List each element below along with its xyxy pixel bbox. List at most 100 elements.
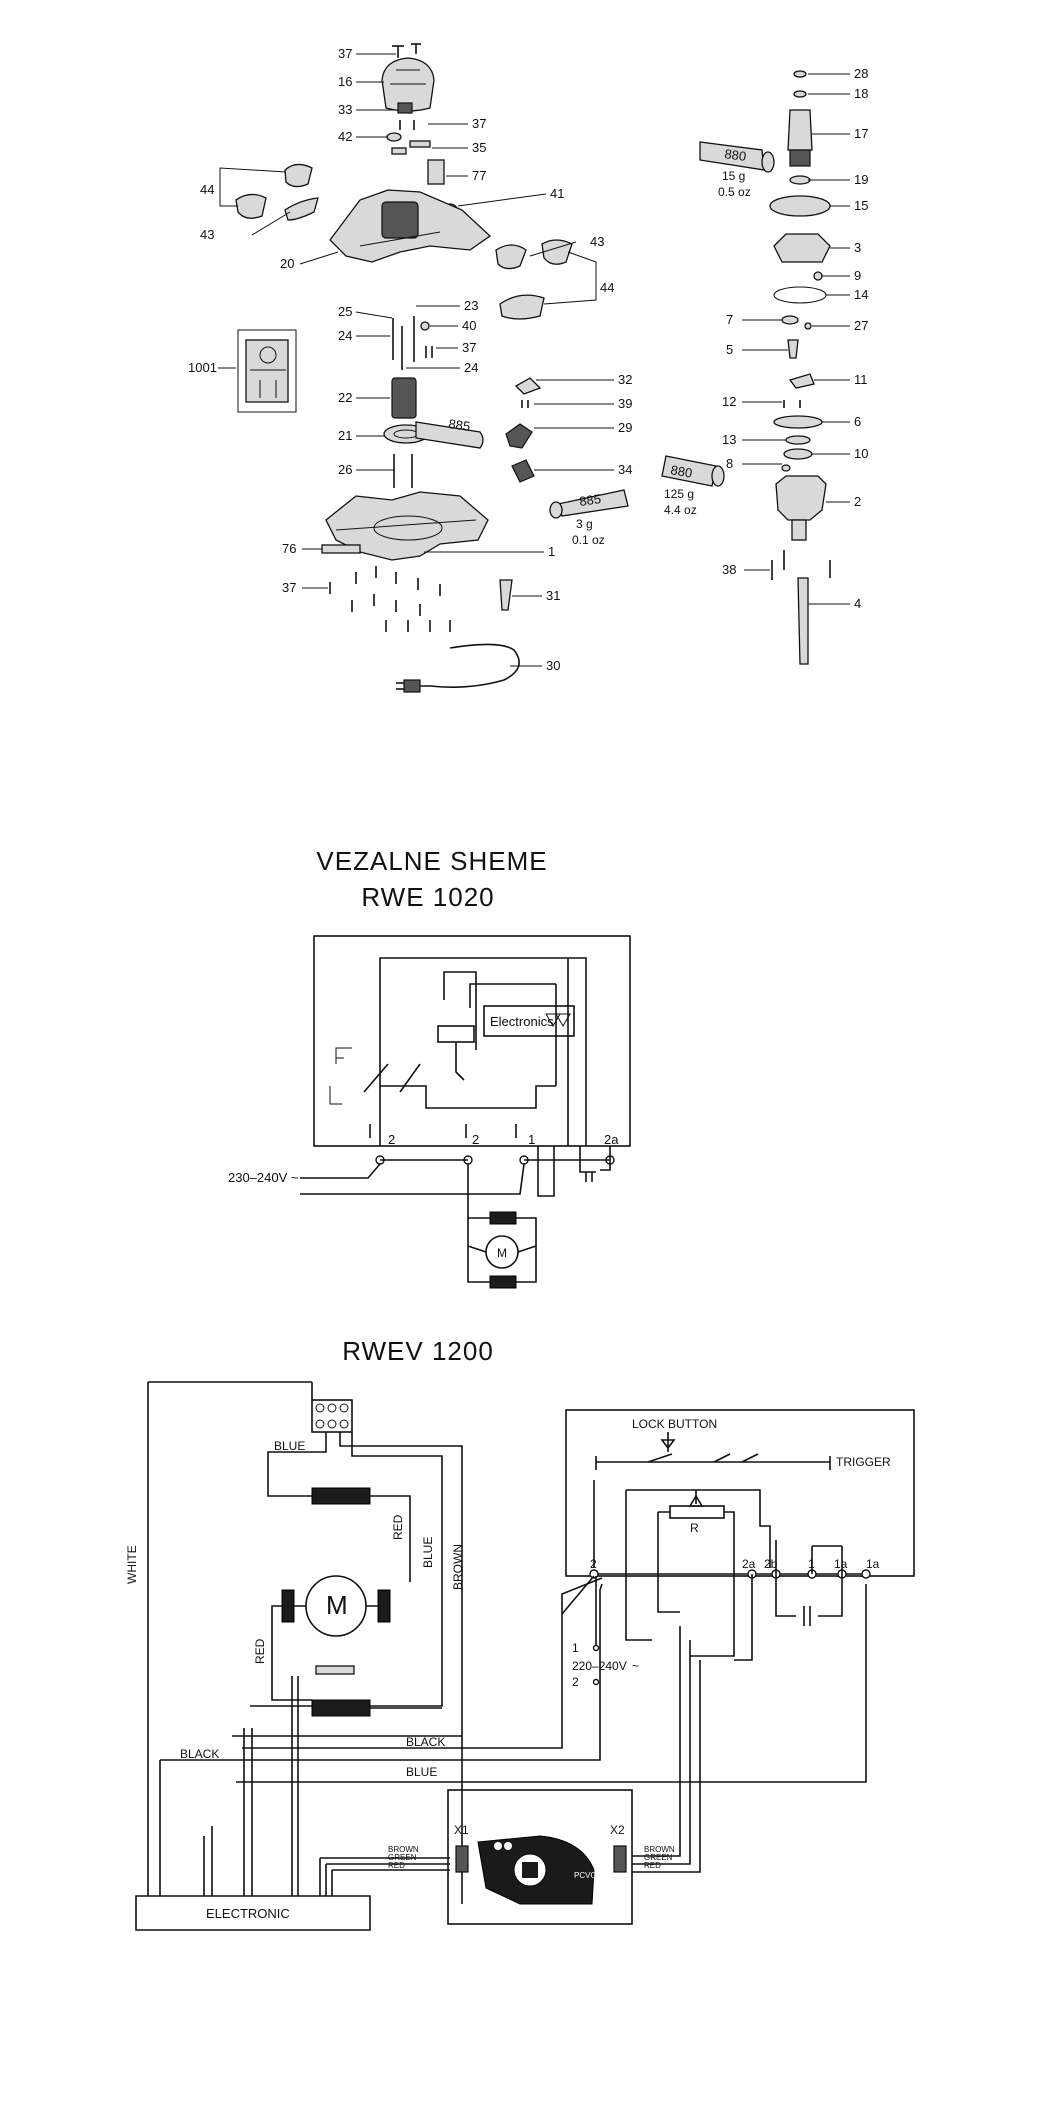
callout-5: 5 bbox=[726, 342, 733, 357]
pcb-wire-red-left: RED bbox=[388, 1861, 405, 1870]
grease-qty-g-885: 3 g bbox=[576, 517, 593, 531]
electronic-box bbox=[135, 1895, 371, 1931]
callout-23: 23 bbox=[464, 298, 478, 313]
callout-16: 16 bbox=[338, 74, 352, 89]
rwev-motor-label: M bbox=[326, 1590, 349, 1620]
callout-29: 29 bbox=[618, 420, 632, 435]
supply-voltage-label: 220–240V bbox=[572, 1659, 627, 1673]
rwe-terminal-2b: 2 bbox=[472, 1132, 479, 1147]
callout-30: 30 bbox=[546, 658, 560, 673]
grease-code-880a: 880 bbox=[724, 146, 748, 164]
callout-28: 28 bbox=[854, 66, 868, 81]
callout-15: 15 bbox=[854, 198, 868, 213]
pcb-wire-brown-left: BROWN bbox=[388, 1845, 419, 1854]
switch-terminal-2b: 2b bbox=[764, 1557, 778, 1571]
exploded-view bbox=[235, 43, 831, 693]
cable-sleeve-icon bbox=[499, 579, 513, 611]
callout-numbers: 37 16 33 37 42 35 77 41 44 43 20 43 44 2… bbox=[188, 46, 868, 673]
grease-qty-g-880a: 15 g bbox=[722, 169, 745, 183]
callout-77: 77 bbox=[472, 168, 486, 183]
callout-25: 25 bbox=[338, 304, 352, 319]
switch-terminal-1a-b: 1a bbox=[866, 1557, 880, 1571]
switch-terminal-2a: 2a bbox=[742, 1557, 756, 1571]
callout-31: 31 bbox=[546, 588, 560, 603]
callout-26: 26 bbox=[338, 462, 352, 477]
grease-qty-oz-885: 0.1 oz bbox=[572, 533, 605, 547]
rwe-terminal-2: 2 bbox=[388, 1132, 395, 1147]
trigger-label: TRIGGER bbox=[836, 1455, 891, 1469]
pcb-wire-red-right: RED bbox=[644, 1861, 661, 1870]
callout-21: 21 bbox=[338, 428, 352, 443]
callout-76: 76 bbox=[282, 541, 296, 556]
wire-label-red-right: RED bbox=[391, 1514, 405, 1540]
rwe-model-title: RWE 1020 bbox=[361, 882, 494, 912]
callout-3: 3 bbox=[854, 240, 861, 255]
callout-33: 33 bbox=[338, 102, 352, 117]
callout-13: 13 bbox=[722, 432, 736, 447]
callout-22: 22 bbox=[338, 390, 352, 405]
wire-label-red-left: RED bbox=[253, 1638, 267, 1664]
rwev-model-title: RWEV 1200 bbox=[342, 1336, 494, 1366]
resistor-label: R bbox=[690, 1521, 699, 1535]
grease-qty-oz-880b: 4.4 oz bbox=[664, 503, 697, 517]
spindle-housing-icon bbox=[775, 475, 827, 521]
grease-code-880b: 880 bbox=[669, 462, 693, 481]
callout-20: 20 bbox=[280, 256, 294, 271]
supply-ac-symbol: ~ bbox=[632, 1659, 639, 1673]
callout-44: 44 bbox=[200, 182, 214, 197]
callout-43: 43 bbox=[200, 227, 214, 242]
callout-42: 42 bbox=[338, 129, 352, 144]
callout-2: 2 bbox=[854, 494, 861, 509]
supply-term-2: 2 bbox=[572, 1675, 579, 1689]
switch-icon bbox=[505, 423, 533, 449]
side-grip-icon bbox=[284, 163, 313, 188]
rwe-terminal-1: 1 bbox=[528, 1132, 535, 1147]
pcb-x2-label: X2 bbox=[610, 1823, 625, 1837]
circuit-inset-box bbox=[237, 329, 297, 413]
wire-label-brown: BROWN bbox=[451, 1544, 465, 1590]
lock-button-label: LOCK BUTTON bbox=[632, 1417, 717, 1431]
brush-holder-icon bbox=[397, 102, 413, 114]
callout-44b: 44 bbox=[600, 280, 614, 295]
grease-qty-g-880b: 125 g bbox=[664, 487, 694, 501]
callout-8: 8 bbox=[726, 456, 733, 471]
rwe-motor-label: M bbox=[497, 1246, 507, 1260]
electronic-label: ELECTRONIC bbox=[206, 1906, 290, 1921]
resistor-icon bbox=[669, 1505, 725, 1519]
section-title: VEZALNE SHEME bbox=[316, 846, 547, 876]
callout-43b: 43 bbox=[590, 234, 604, 249]
armature-icon bbox=[787, 109, 813, 151]
electronics-label: Electronics bbox=[490, 1014, 554, 1029]
screw-set-icon bbox=[329, 566, 451, 632]
callout-37b: 37 bbox=[472, 116, 486, 131]
pcb-board bbox=[447, 1789, 633, 1925]
terminal-block-icon bbox=[311, 1399, 353, 1433]
callout-4: 4 bbox=[854, 596, 861, 611]
grease-qty-oz-880a: 0.5 oz bbox=[718, 185, 751, 199]
rwe-terminal-2a: 2a bbox=[604, 1132, 619, 1147]
stator-icon bbox=[391, 377, 417, 419]
switch-terminal-1a: 1a bbox=[834, 1557, 848, 1571]
callout-40: 40 bbox=[462, 318, 476, 333]
callout-lines bbox=[218, 53, 850, 667]
callout-37d: 37 bbox=[282, 580, 296, 595]
callout-12: 12 bbox=[722, 394, 736, 409]
callout-41: 41 bbox=[550, 186, 564, 201]
callout-1001: 1001 bbox=[188, 360, 217, 375]
power-cord-icon bbox=[418, 643, 520, 688]
wire-label-blue-right: BLUE bbox=[421, 1537, 435, 1568]
callout-11: 11 bbox=[854, 372, 868, 387]
switch-lever-icon bbox=[514, 377, 542, 395]
wiring-rwev-1200: RWEV 1200 BLUE RED BLUE BROWN M RED WHIT… bbox=[125, 1336, 915, 1931]
wire-label-blue-top: BLUE bbox=[274, 1439, 305, 1453]
gear-icon bbox=[769, 195, 831, 217]
callout-19: 19 bbox=[854, 172, 868, 187]
screw-icon bbox=[392, 43, 421, 58]
o-ring-icon bbox=[773, 286, 827, 304]
grease-tube-icon bbox=[415, 421, 484, 449]
callout-38: 38 bbox=[722, 562, 736, 577]
pcb-chip-label: PCVCC bbox=[574, 1871, 602, 1880]
callout-34: 34 bbox=[618, 462, 632, 477]
potentiometer-icon bbox=[437, 1025, 475, 1043]
